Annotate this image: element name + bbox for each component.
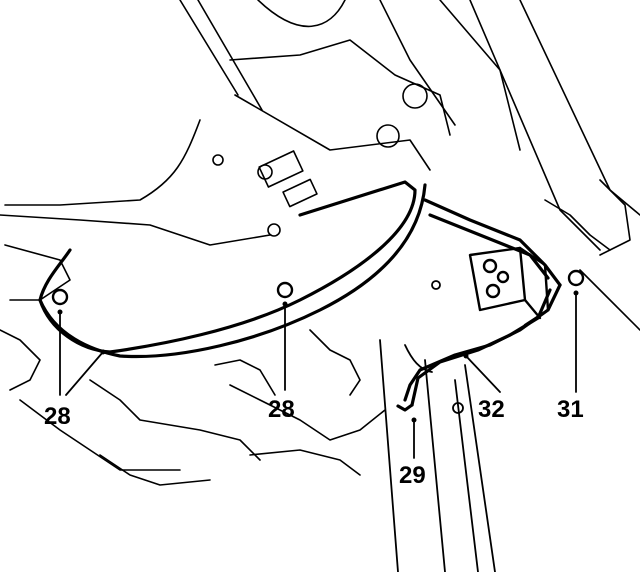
callout-label-28-left: 28 <box>44 403 71 430</box>
leader-29 <box>411 417 417 459</box>
bolt-28-right <box>276 281 294 391</box>
engine-block-outline <box>0 0 521 486</box>
leader-32 <box>463 353 501 393</box>
under-cover-panel <box>38 180 562 412</box>
drive-shaft-outline <box>469 0 640 331</box>
bracket-plate <box>468 246 550 327</box>
bolt-31 <box>567 269 585 393</box>
bolt-28-left <box>51 288 106 396</box>
callout-label-31: 31 <box>557 396 584 423</box>
front-strut-outline <box>379 280 496 572</box>
callout-label-28-right: 28 <box>268 396 295 423</box>
callout-label-29: 29 <box>399 462 426 489</box>
callout-label-32: 32 <box>478 396 505 423</box>
